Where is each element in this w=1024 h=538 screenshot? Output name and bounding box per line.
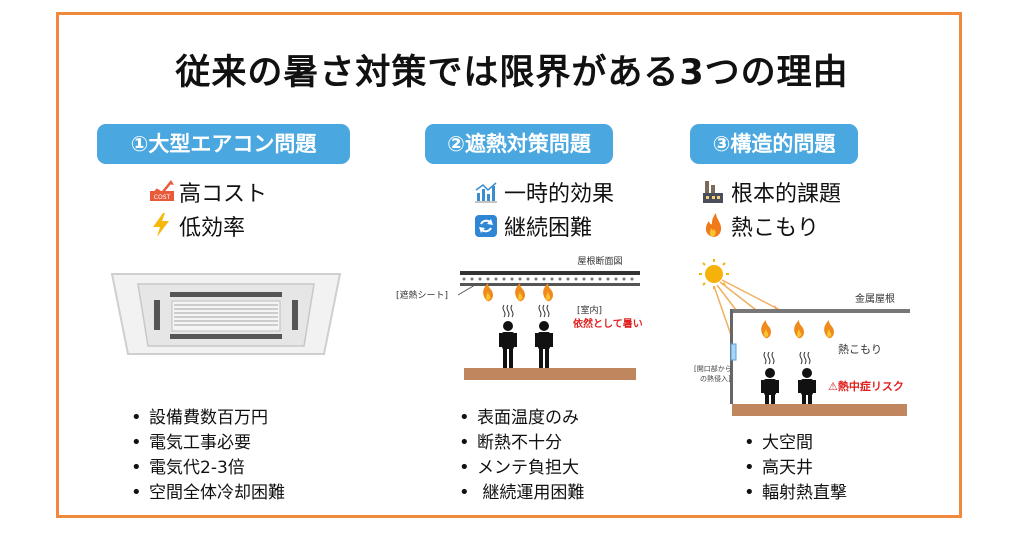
ceiling-aircon-illustration bbox=[110, 273, 342, 355]
metal-roof-label: 金属屋根 bbox=[855, 292, 895, 305]
indoor-label: [室内] bbox=[577, 304, 602, 316]
list-item: 輻射熱直撃 bbox=[744, 480, 847, 505]
feature-low-efficiency: 低効率 bbox=[149, 210, 245, 243]
feature-hard-to-continue: 継続困難 bbox=[474, 210, 592, 243]
list-item: メンテ負担大 bbox=[459, 455, 584, 480]
badge-structural: ③構造的問題 bbox=[690, 124, 858, 164]
sun-icon bbox=[699, 259, 729, 289]
svg-text:COST: COST bbox=[154, 194, 171, 201]
bar-chart-icon bbox=[474, 181, 498, 209]
refresh-icon bbox=[474, 215, 498, 243]
list-item: 電気代2-3倍 bbox=[131, 455, 285, 480]
list-item: 電気工事必要 bbox=[131, 430, 285, 455]
opening-label-line1: [開口部から bbox=[694, 364, 732, 373]
badge-large-aircon: ①大型エアコン問題 bbox=[97, 124, 350, 164]
feature-label: 継続困難 bbox=[504, 216, 593, 241]
feature-heat-trapping: 熱こもり bbox=[701, 210, 819, 243]
list-item: 大空間 bbox=[744, 430, 847, 455]
feature-label: 熱こもり bbox=[731, 216, 820, 241]
list-item: 高天井 bbox=[744, 455, 847, 480]
bullet-list-structural: 大空間 高天井 輻射熱直撃 bbox=[744, 430, 847, 505]
list-item: 表面温度のみ bbox=[459, 405, 584, 430]
lightning-icon bbox=[149, 213, 173, 243]
feature-label: 低効率 bbox=[179, 216, 246, 241]
roof-section-graphic: 屋根断面図 [遮熱シート] [室内] 依然として暑い bbox=[396, 255, 643, 380]
feature-label: 一時的効果 bbox=[504, 182, 615, 207]
cost-chart-icon: COST bbox=[149, 179, 174, 209]
list-item: 空間全体冷却困難 bbox=[131, 480, 285, 505]
list-item: 継続運用困難 bbox=[459, 480, 584, 505]
page-title: 従来の暑さ対策では限界がある3つの理由 bbox=[175, 53, 849, 93]
person-icon bbox=[499, 321, 517, 368]
feature-fundamental-issue: 根本的課題 bbox=[701, 176, 841, 209]
feature-label: 高コスト bbox=[179, 182, 268, 207]
fire-icon bbox=[701, 213, 725, 243]
feature-high-cost: COST 高コスト bbox=[149, 176, 267, 209]
feature-temporary-effect: 一時的効果 bbox=[474, 176, 614, 209]
list-item: 断熱不十分 bbox=[459, 430, 584, 455]
factory-icon bbox=[701, 179, 725, 209]
metal-roof-graphic: 金属屋根 熱こもり [開口部から の熱侵入] ⚠熱中症リスク bbox=[694, 259, 910, 416]
heat-trapped-label: 熱こもり bbox=[838, 343, 882, 356]
opening-label-line2: の熱侵入] bbox=[700, 374, 731, 383]
roof-section-label: 屋根断面図 bbox=[577, 255, 622, 267]
badge-heat-shield: ②遮熱対策問題 bbox=[425, 124, 613, 164]
bullet-list-aircon: 設備費数百万円 電気工事必要 電気代2-3倍 空間全体冷却困難 bbox=[131, 405, 285, 505]
bullet-list-heat-shield: 表面温度のみ 断熱不十分 メンテ負担大 継続運用困難 bbox=[459, 405, 584, 505]
heatstroke-warning: ⚠熱中症リスク bbox=[828, 379, 904, 393]
feature-label: 根本的課題 bbox=[731, 182, 842, 207]
fire-icon bbox=[483, 283, 493, 302]
still-hot-warning: 依然として暑い bbox=[573, 317, 643, 330]
list-item: 設備費数百万円 bbox=[131, 405, 285, 430]
heat-sheet-label: [遮熱シート] bbox=[396, 289, 448, 301]
